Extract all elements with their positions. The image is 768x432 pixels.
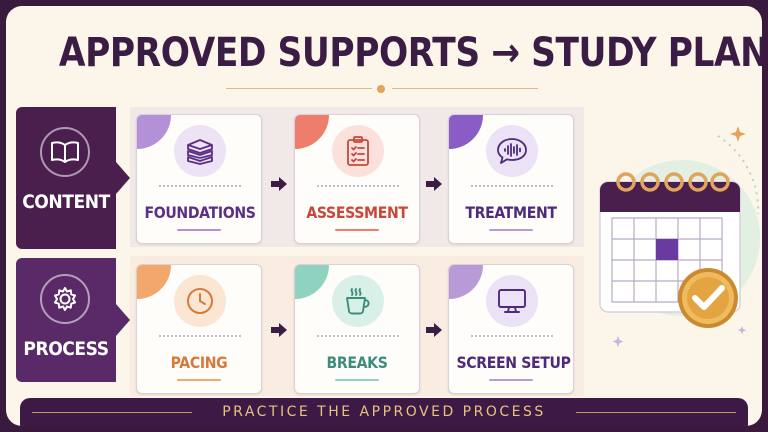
speech-bubble-waveform-icon <box>486 125 538 177</box>
calendar-checkmark-icon <box>590 118 760 358</box>
row-label-text: PROCESS <box>23 338 109 360</box>
card-corner <box>449 265 483 299</box>
stacked-books-icon <box>174 125 226 177</box>
clock-icon <box>174 275 226 327</box>
card-divider <box>471 335 553 337</box>
title-rule-right <box>392 88 538 89</box>
row-label-pointer <box>116 304 130 336</box>
arrow-right-icon <box>271 323 287 337</box>
card-underline <box>335 229 379 231</box>
card-label: BREAKS <box>326 353 388 372</box>
arrow-right-icon <box>426 323 442 337</box>
footer-banner: PRACTICE THE APPROVED PROCESS <box>20 398 748 426</box>
footer-rule-right <box>576 412 736 413</box>
infographic-frame: APPROVED SUPPORTS → STUDY PLAN CONTENT P… <box>6 6 762 426</box>
card-treatment: TREATMENT <box>448 114 574 244</box>
card-divider <box>317 185 399 187</box>
monitor-icon <box>486 275 538 327</box>
card-screen-setup: SCREEN SETUP <box>448 264 574 394</box>
arrow-right-icon <box>426 177 442 191</box>
card-divider <box>159 185 241 187</box>
card-label: TREATMENT <box>465 203 557 222</box>
row-label-content: CONTENT <box>16 107 130 249</box>
gear-icon <box>40 274 90 324</box>
open-book-icon <box>40 127 90 177</box>
card-underline <box>335 379 379 381</box>
card-underline <box>489 379 533 381</box>
clipboard-checklist-icon <box>332 125 384 177</box>
footer-text: PRACTICE THE APPROVED PROCESS <box>222 404 546 420</box>
card-underline <box>177 229 221 231</box>
card-divider <box>317 335 399 337</box>
footer-rule-left <box>32 412 192 413</box>
card-label: SCREEN SETUP <box>456 353 571 372</box>
title-rule-left <box>226 88 372 89</box>
row-label-text: CONTENT <box>22 191 110 213</box>
row-label-process: PROCESS <box>16 258 130 382</box>
card-label: ASSESSMENT <box>306 203 408 222</box>
card-assessment: ASSESSMENT <box>294 114 420 244</box>
card-label: FOUNDATIONS <box>144 203 256 222</box>
card-foundations: FOUNDATIONS <box>136 114 262 244</box>
card-divider <box>159 335 241 337</box>
card-divider <box>471 185 553 187</box>
card-breaks: BREAKS <box>294 264 420 394</box>
arrow-right-icon <box>271 177 287 191</box>
card-corner <box>137 265 171 299</box>
card-corner <box>295 265 329 299</box>
row-label-pointer <box>116 162 130 194</box>
card-label: PACING <box>170 353 228 372</box>
card-underline <box>489 229 533 231</box>
page-title: APPROVED SUPPORTS → STUDY PLAN <box>58 30 762 76</box>
coffee-cup-icon <box>332 275 384 327</box>
card-underline <box>177 379 221 381</box>
card-corner <box>295 115 329 149</box>
card-corner <box>449 115 483 149</box>
title-dot <box>377 85 385 93</box>
card-pacing: PACING <box>136 264 262 394</box>
card-corner <box>137 115 171 149</box>
